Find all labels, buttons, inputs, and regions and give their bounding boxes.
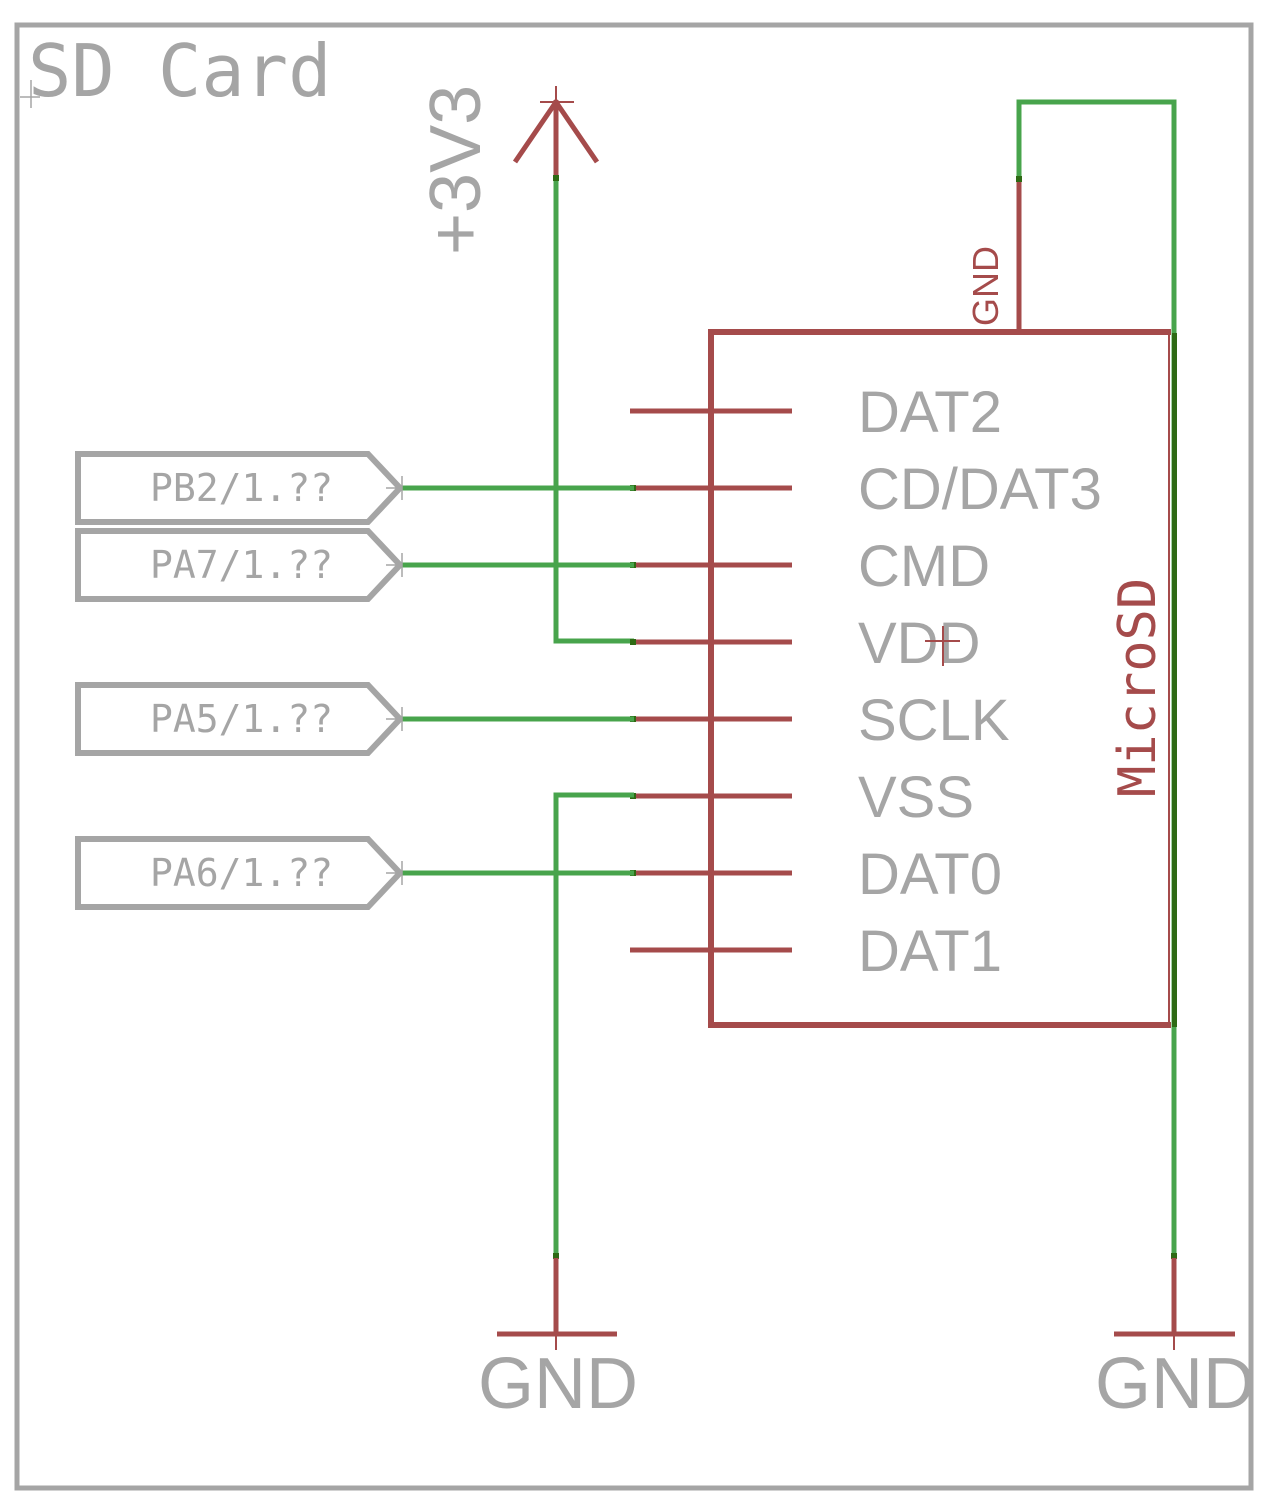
ground-label-right: GND	[1095, 1344, 1255, 1424]
supply-symbol-3v3[interactable]	[512, 86, 600, 180]
pin-label: DAT1	[858, 919, 1002, 984]
net-label-text: PA7/1.??	[150, 543, 333, 587]
net-label-box	[75, 836, 405, 910]
wire-endpoint	[553, 1253, 559, 1259]
net-label[interactable]: PA5/1.??	[75, 682, 634, 756]
wire-endpoint	[553, 175, 559, 181]
component-right-wire	[1172, 333, 1177, 1027]
pin-connection-point	[630, 639, 636, 645]
net-label-box	[75, 451, 405, 525]
net-label-text: PA6/1.??	[150, 851, 333, 895]
pin-label: DAT2	[858, 380, 1002, 445]
net-label[interactable]: PA7/1.??	[75, 528, 634, 602]
net-label-box	[75, 528, 405, 602]
pin-label: CD/DAT3	[858, 457, 1102, 522]
component-name: MicroSD	[1108, 578, 1168, 797]
sheet-frame	[14, 22, 1254, 1491]
pin-label: SCLK	[858, 688, 1010, 753]
origin-cross-icon	[20, 80, 40, 108]
wire-endpoint	[1171, 1253, 1177, 1259]
pin-label: DAT0	[858, 842, 1002, 907]
net-label-text: PB2/1.??	[150, 466, 333, 510]
ground-symbol-left[interactable]	[497, 1253, 617, 1350]
supply-label: +3V3	[416, 85, 496, 255]
component-origin-cross-icon	[925, 626, 960, 666]
wire-3v3-vdd[interactable]	[553, 178, 634, 644]
component-outline	[708, 329, 1171, 1028]
microsd-component[interactable]	[708, 329, 1177, 1028]
ground-symbol-right[interactable]	[1114, 1253, 1235, 1350]
pin-label: VDD	[858, 611, 980, 676]
net-label[interactable]: PB2/1.??	[75, 451, 634, 525]
wire-vss-gnd[interactable]	[553, 792, 634, 1258]
gnd-pin-label: GND	[965, 246, 1006, 326]
pin-label: CMD	[858, 534, 990, 599]
net-label-group: PB2/1.?? PA7/1.?? PA5/1.?? PA6/1.??	[75, 451, 634, 910]
sheet-title: SD Card	[28, 29, 331, 113]
net-label-box	[75, 682, 405, 756]
ground-label-left: GND	[478, 1344, 638, 1424]
pin-label: VSS	[858, 765, 974, 830]
wire-endpoint	[1016, 176, 1022, 182]
net-label[interactable]: PA6/1.??	[75, 836, 634, 910]
net-label-text: PA5/1.??	[150, 697, 333, 741]
